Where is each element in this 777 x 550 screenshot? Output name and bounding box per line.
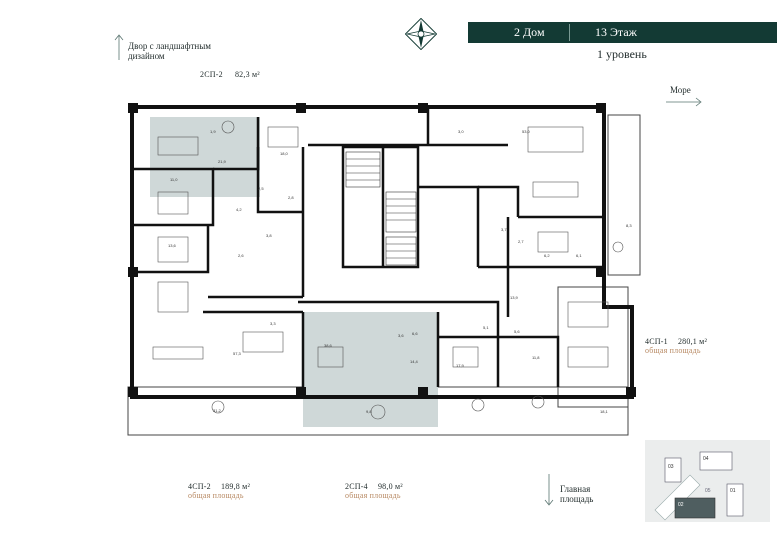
room-num: 4,2	[236, 207, 242, 212]
arrow-down-icon	[544, 474, 554, 506]
east-terrace	[607, 114, 641, 276]
unit-2sp2-highlight	[150, 117, 260, 197]
sea-label: Море	[670, 85, 691, 95]
room-num: 3,6	[398, 333, 404, 338]
courtyard-label: Двор с ландшафтным дизайном	[128, 41, 211, 61]
room-num: 5,1	[483, 325, 489, 330]
key-plan: 03 04 01 02 05	[645, 440, 770, 522]
key-label-03: 03	[668, 464, 674, 470]
square-line2: площадь	[560, 494, 594, 504]
unit-4sp1-caption: общая площадь	[645, 346, 701, 355]
compass-icon	[405, 18, 437, 50]
room-num: 6,6	[412, 331, 418, 336]
room-num: 6,2	[544, 253, 550, 258]
building-label: 2 Дом	[514, 25, 545, 39]
room-num: 6,1	[576, 253, 582, 258]
room-num: 14,4	[410, 359, 419, 364]
square-line1: Главная	[560, 484, 591, 494]
header-bar: 2 Дом 13 Этаж	[468, 22, 777, 43]
header-divider	[569, 24, 570, 41]
room-numbers: 1,9 21,9 18,0 11,0 2,5 2,8 4,2 13,6 3,8 …	[168, 129, 632, 414]
room-num: 53,0	[522, 129, 531, 134]
room-num: 57,3	[233, 351, 242, 356]
room-num: 3,0	[458, 129, 464, 134]
level-label: 1 уровень	[597, 47, 647, 61]
courtyard-line2: дизайном	[128, 51, 165, 61]
unit-2sp4-caption: общая площадь	[345, 491, 401, 500]
unit-2sp4-highlight	[303, 312, 438, 427]
room-num: 18,0	[280, 151, 289, 156]
floor-label: 13 Этаж	[595, 25, 637, 39]
unit-2sp4-area: 98,0 м²	[377, 482, 403, 491]
unit-2sp2-area: 82,3 м²	[234, 70, 260, 79]
room-num: 18,1	[600, 409, 609, 414]
unit-4sp2-area: 189,8 м²	[220, 482, 251, 491]
room-num: 9,8	[366, 409, 372, 414]
room-num: 3,3	[270, 321, 276, 326]
room-num: 2,8	[288, 195, 294, 200]
key-building-01	[726, 483, 744, 517]
room-num: 3,7	[501, 227, 507, 232]
key-building-03	[664, 457, 682, 483]
unit-4sp1: 4СП-1 280,1 м² общая площадь	[645, 337, 707, 355]
room-num: 11,0	[170, 177, 178, 182]
key-label-01: 01	[730, 488, 736, 494]
unit-2sp2-code: 2СП-2	[200, 70, 223, 79]
unit-4sp2: 4СП-2 189,8 м² общая площадь	[188, 482, 250, 500]
arrow-right-icon	[666, 97, 702, 107]
room-num: 2,7	[518, 239, 524, 244]
unit-2sp2: 2СП-2 82,3 м²	[200, 70, 260, 79]
room-num: 17,9	[456, 363, 465, 368]
square-label: Главная площадь	[560, 484, 593, 504]
room-num: 31,2	[213, 408, 222, 413]
stairwell	[345, 151, 417, 266]
unit-2sp4: 2СП-4 98,0 м² общая площадь	[345, 482, 403, 500]
room-num: 38,6	[324, 343, 333, 348]
unit-4sp1-code: 4СП-1	[645, 337, 668, 346]
courtyard-line1: Двор с ландшафтным	[128, 41, 211, 51]
room-num: 1,9	[210, 129, 216, 134]
key-building-02	[674, 497, 716, 519]
key-label-02: 02	[678, 502, 684, 508]
room-num: 2,6	[238, 253, 244, 258]
interior-walls	[132, 107, 604, 387]
room-num: 3,8	[266, 233, 272, 238]
unit-2sp4-code: 2СП-4	[345, 482, 368, 491]
arrow-up-icon	[114, 34, 124, 60]
floor-plan: 1,9 21,9 18,0 11,0 2,5 2,8 4,2 13,6 3,8 …	[127, 103, 641, 436]
room-num: 5,6	[514, 329, 520, 334]
room-num: 13,9	[510, 295, 519, 300]
room-num: 8,3	[626, 223, 632, 228]
room-num: 11,8	[532, 355, 540, 360]
key-label-04: 04	[703, 456, 709, 462]
key-building-04	[699, 451, 733, 471]
unit-4sp1-area: 280,1 м²	[677, 337, 708, 346]
unit-4sp2-code: 4СП-2	[188, 482, 211, 491]
unit-4sp2-caption: общая площадь	[188, 491, 244, 500]
room-num: 13,6	[168, 243, 177, 248]
key-label-05: 05	[705, 488, 711, 494]
room-num: 2,5	[258, 186, 264, 191]
room-num: 21,9	[218, 159, 227, 164]
furniture	[152, 120, 624, 420]
